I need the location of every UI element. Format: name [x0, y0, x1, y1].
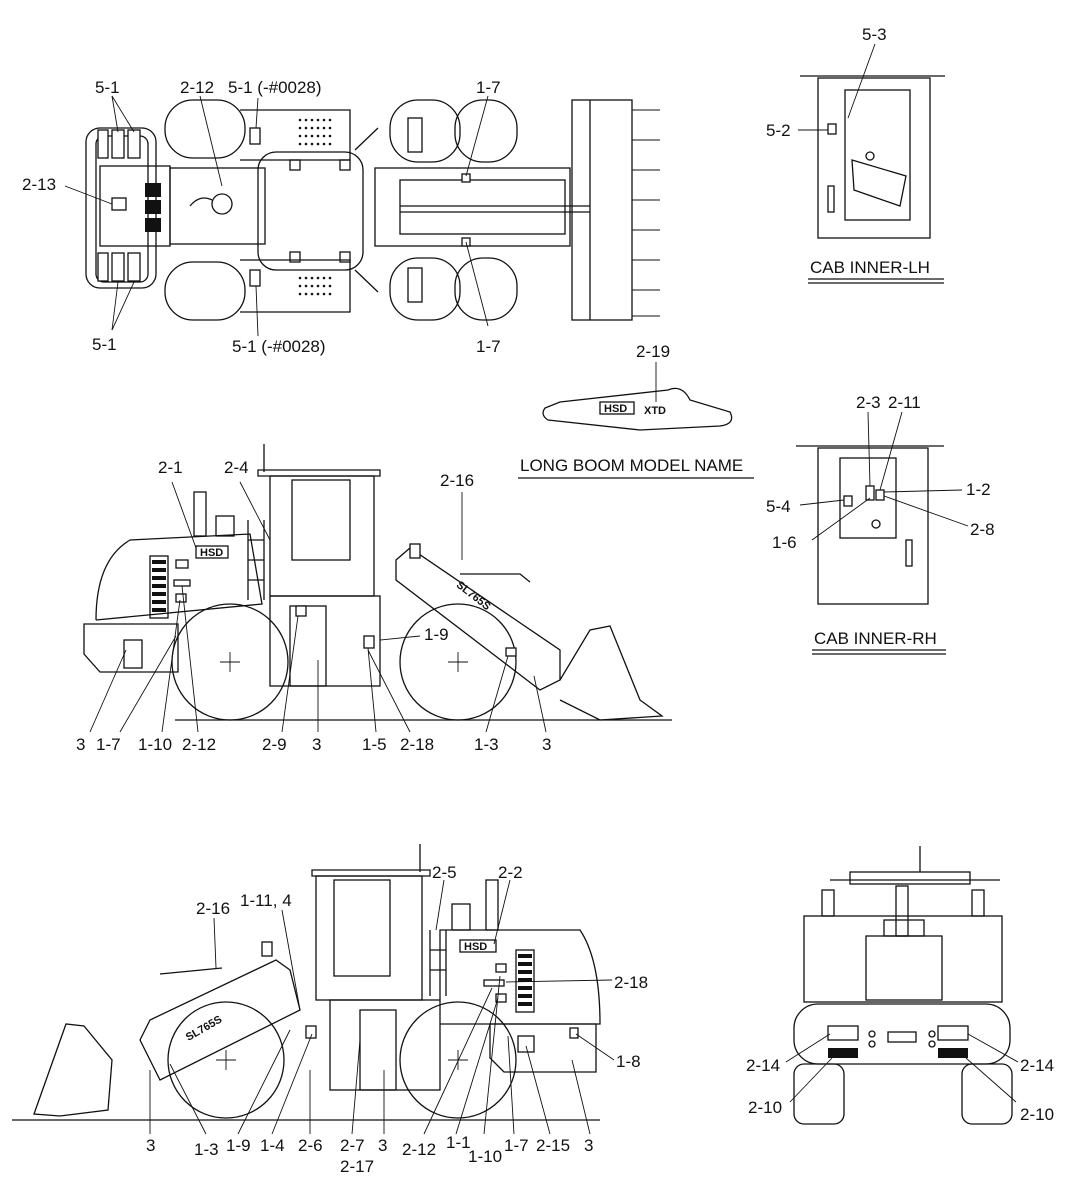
- label-2-11: 2-11: [888, 393, 921, 412]
- label-2-17: 2-17: [340, 1157, 374, 1176]
- caption-cab-inner-rh: CAB INNER-RH: [814, 629, 937, 648]
- label-2-14: 2-14: [746, 1056, 780, 1075]
- label-2-12: 2-12: [180, 78, 214, 97]
- label-2-6: 2-6: [298, 1136, 323, 1155]
- side2-brand-decal: HSD: [464, 941, 487, 953]
- label-2-12: 2-12: [182, 735, 216, 754]
- label-2-5: 2-5: [432, 863, 457, 882]
- label-2-4: 2-4: [224, 458, 249, 477]
- label-2-10: 2-10: [1020, 1105, 1054, 1124]
- label-5-1: 5-1: [95, 78, 120, 97]
- label-5-1: 5-1: [92, 335, 117, 354]
- cab-inner-lh-view: 5-3 5-2 CAB INNER-LH: [766, 25, 945, 284]
- side2-model-decal: SL765S: [184, 1013, 224, 1043]
- boom-brand-decal: HSD: [604, 403, 627, 415]
- label-2-13: 2-13: [22, 175, 56, 194]
- label-5-1-0028: 5-1 (-#0028): [228, 78, 322, 97]
- label-1-9: 1-9: [226, 1136, 251, 1155]
- cab-inner-rh-view: 2-3 2-11 1-2 5-4 1-6 2-8 CAB INNER-RH: [766, 393, 995, 655]
- label-1-3: 1-3: [474, 735, 499, 754]
- side-view-right: SL765S HSD: [12, 844, 648, 1176]
- label-3: 3: [584, 1136, 593, 1155]
- label-2-9: 2-9: [262, 735, 287, 754]
- label-1-10: 1-10: [468, 1147, 502, 1166]
- label-3: 3: [378, 1136, 387, 1155]
- label-5-1-0028: 5-1 (-#0028): [232, 337, 326, 356]
- label-2-16: 2-16: [440, 471, 474, 490]
- label-2-3: 2-3: [856, 393, 881, 412]
- label-1-7: 1-7: [476, 337, 501, 356]
- label-2-8: 2-8: [970, 520, 995, 539]
- label-2-12: 2-12: [402, 1140, 436, 1159]
- label-1-6: 1-6: [772, 533, 797, 552]
- label-5-4: 5-4: [766, 497, 791, 516]
- label-2-18: 2-18: [614, 973, 648, 992]
- label-1-11-4: 1-11, 4: [240, 891, 292, 910]
- label-2-14: 2-14: [1020, 1056, 1054, 1075]
- label-3: 3: [76, 735, 85, 754]
- long-boom-view: HSD XTD 2-19 LONG BOOM MODEL NAME: [518, 342, 754, 479]
- label-2-15: 2-15: [536, 1136, 570, 1155]
- label-1-2: 1-2: [966, 480, 991, 499]
- caption-cab-inner-lh: CAB INNER-LH: [810, 258, 930, 277]
- label-2-7: 2-7: [340, 1136, 365, 1155]
- label-1-7: 1-7: [504, 1136, 529, 1155]
- label-1-5: 1-5: [362, 735, 387, 754]
- label-1-9: 1-9: [424, 625, 449, 644]
- label-3: 3: [146, 1136, 155, 1155]
- top-view: 5-1 2-12 5-1 (-#0028) 1-7 2-13 5-1 5-1 (…: [22, 78, 660, 356]
- label-3: 3: [312, 735, 321, 754]
- side-view-left: HSD SL765S: [76, 444, 672, 754]
- rear-view: 2-14 2-14 2-10 2-10: [746, 846, 1054, 1125]
- label-2-2: 2-2: [498, 863, 523, 882]
- label-2-18: 2-18: [400, 735, 434, 754]
- label-5-2: 5-2: [766, 121, 791, 140]
- label-1-10: 1-10: [138, 735, 172, 754]
- label-2-1: 2-1: [158, 458, 183, 477]
- label-1-7: 1-7: [476, 78, 501, 97]
- boom-xtd-text: XTD: [644, 405, 666, 417]
- label-5-3: 5-3: [862, 25, 887, 44]
- caption-long-boom-model-name: LONG BOOM MODEL NAME: [520, 456, 743, 475]
- side1-brand-decal: HSD: [200, 547, 223, 559]
- label-1-3: 1-3: [194, 1140, 219, 1159]
- label-1-7: 1-7: [96, 735, 121, 754]
- label-2-10: 2-10: [748, 1098, 782, 1117]
- label-3: 3: [542, 735, 551, 754]
- label-2-16: 2-16: [196, 899, 230, 918]
- label-1-1: 1-1: [446, 1133, 471, 1152]
- label-2-19: 2-19: [636, 342, 670, 361]
- side1-model-decal: SL765S: [454, 579, 493, 613]
- label-1-4: 1-4: [260, 1136, 285, 1155]
- label-1-8: 1-8: [616, 1052, 641, 1071]
